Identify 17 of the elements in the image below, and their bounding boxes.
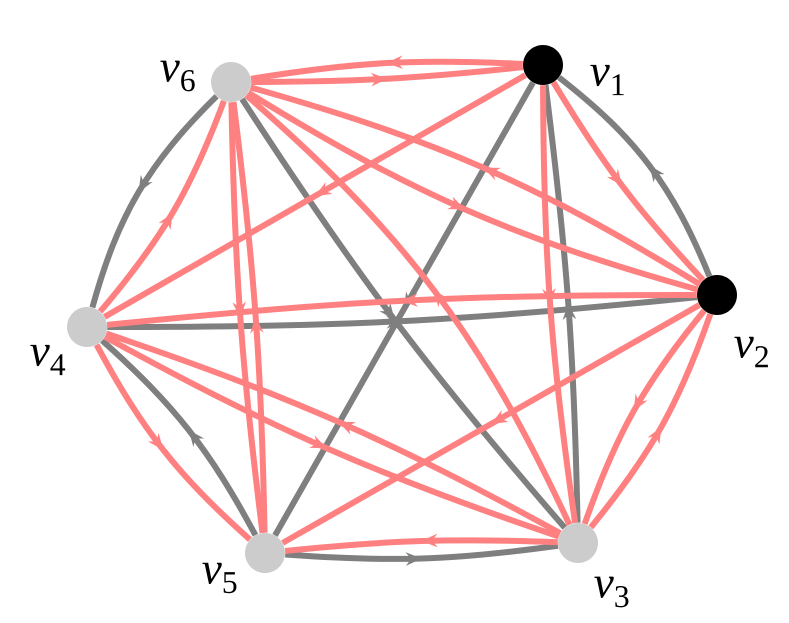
vertex-dot [67,307,107,347]
arrow [90,94,219,308]
vertex-dot [211,62,251,102]
vertex-label: v$_{4}$ [30,344,66,376]
vertex-label: v$_{6}$ [160,60,195,92]
arrow [272,81,536,537]
vertex-dot [558,523,598,563]
arrow [98,100,227,314]
vertex-dot [523,45,563,85]
vertex-label: v$_{1}$ [590,64,624,96]
vertex-dot [697,275,737,315]
arrow [103,72,527,320]
vertex-label: v$_{5}$ [202,562,236,594]
vertex-label: v$_{3}$ [594,576,628,608]
arrow [281,302,701,546]
vertex-label: v$_{2}$ [734,336,768,368]
vertex-dot [245,533,285,573]
